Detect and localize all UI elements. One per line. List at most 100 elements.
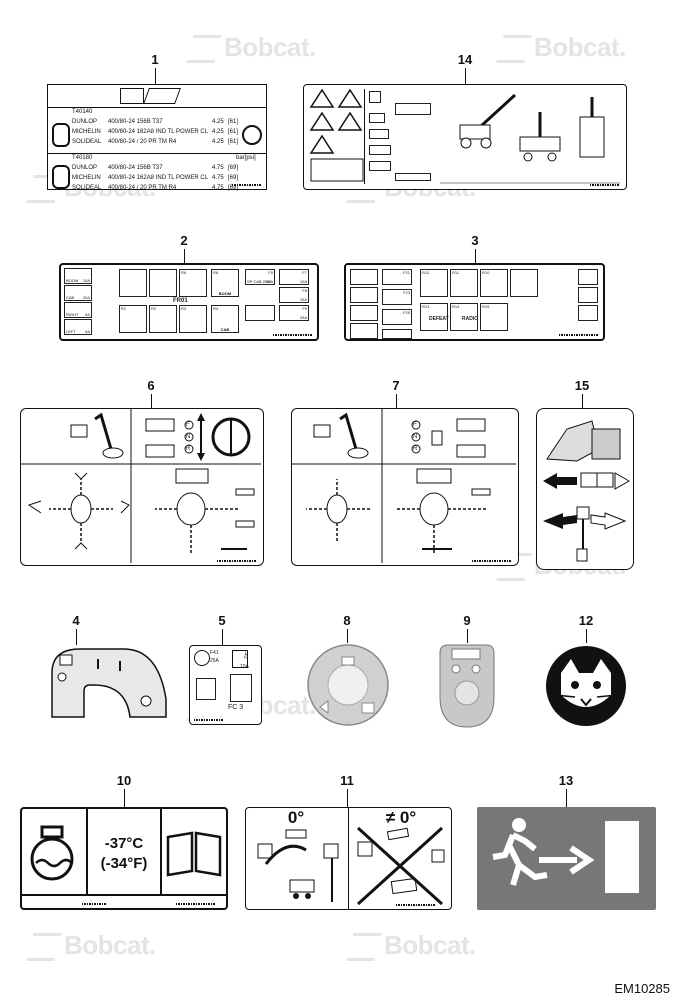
callout-number: 2 (180, 233, 188, 248)
fuse-icon (350, 323, 378, 339)
relay-code: R8 (213, 270, 219, 275)
leader-line (347, 789, 348, 807)
watermark: Bobcat. (496, 32, 626, 64)
relay-icon: R13 (420, 303, 448, 331)
fuse-amperage: 5A (85, 329, 90, 334)
tire-pressure-psi: [61] (228, 139, 239, 145)
relay-code: R2 (151, 306, 157, 311)
tire-pressure-psi: [69] (228, 175, 239, 181)
leader-line (222, 629, 223, 645)
pressure-gauge-icon (242, 125, 262, 145)
leader-line (467, 629, 468, 643)
fuse-code: F25 (403, 310, 410, 315)
tire-spec: 400/80-24 / 20 PR TM R4 (108, 139, 177, 145)
fuse-icon (232, 650, 248, 668)
safety-information-label (303, 84, 627, 190)
leader-line (475, 249, 476, 263)
blank-fuse-slot (578, 305, 598, 321)
barcode (273, 334, 313, 336)
tire-pressure-psi: [69] (228, 165, 239, 171)
tire-brand: SOLIDEAL (72, 139, 102, 145)
level-angle-label: 0° ≠ 0° (245, 807, 452, 910)
tire-spec: 400/80-24 162A8 IND TL POWER CL (108, 175, 209, 181)
leader-line (586, 629, 587, 643)
relay-caption: CAB (220, 327, 230, 332)
neutral-gear-label: N (413, 434, 418, 440)
relay-code: R10 (482, 270, 490, 275)
blank-fuse-slot (578, 269, 598, 285)
tire-brand: MICHELIN (72, 175, 101, 181)
tire-spec: 400/80-24 156B T37 (108, 119, 163, 125)
radio-label: RADIO (462, 316, 479, 322)
fuse-code: F9 (302, 306, 307, 311)
callout-number: 8 (343, 613, 351, 628)
fuse-icon (350, 269, 378, 285)
fuse-caption: LEFT (66, 329, 76, 334)
fuse-card-label: F41 25A F42 10A FC 3 (189, 645, 262, 725)
barcode (176, 903, 216, 905)
joystick-controls-diagram (292, 409, 516, 563)
fuse-icon: F25 (382, 309, 412, 325)
barcode (232, 184, 262, 186)
relay-code: R15 (482, 304, 490, 309)
forward-gear-label: F (413, 422, 417, 428)
joystick-controls-label: F N R (20, 408, 264, 566)
relay-code: R13 (422, 304, 430, 309)
fuse-code: F7 (302, 270, 307, 275)
ignition-key-label (307, 644, 389, 726)
callout-number: 12 (578, 613, 594, 628)
relay-icon: R2 (149, 305, 177, 333)
fuse-code: F5 (268, 270, 273, 275)
leader-line (582, 394, 583, 408)
fuse-icon: F23 (382, 289, 412, 305)
relay-caption: BOOM (218, 291, 232, 296)
door-icon (605, 821, 639, 893)
part-number: T40180 (72, 155, 93, 161)
symbol-icon (369, 91, 381, 103)
symbol-icon (395, 173, 431, 181)
fuse-icon (245, 305, 275, 321)
callout-number: 7 (392, 378, 400, 393)
tire-brand: DUNLOP (72, 119, 98, 125)
symbol-icon (369, 161, 391, 171)
fuse-caption: CAB (66, 295, 75, 300)
fuse-icon: F21 (382, 269, 412, 285)
leader-line (566, 789, 567, 807)
relay-icon: R12 (420, 269, 448, 297)
fuse-amperage: 20A (82, 295, 90, 300)
fuse-code: F41 (210, 650, 219, 656)
callout-number: 6 (147, 378, 155, 393)
barcode (82, 903, 106, 905)
arc-switch-label (51, 648, 167, 718)
barcode (217, 560, 257, 562)
control-direction-diagram (543, 420, 631, 562)
callout-number: 14 (457, 52, 473, 67)
tire-pressure-psi: [61] (228, 129, 239, 135)
blank-fuse-slot (149, 269, 177, 297)
fuse-amperage: 25A (265, 279, 273, 284)
fuse-icon (350, 305, 378, 321)
tire-spec: 400/80-24 / 20 PR TM R4 (108, 185, 177, 191)
relay-code: R6 (181, 270, 187, 275)
neutral-gear-label: N (186, 434, 191, 440)
relay-icon: R1 (119, 305, 147, 333)
fuse-caption: SP CAB 2ND (247, 279, 271, 284)
coolant-temperature-label: -37°C (-34°F) (20, 807, 228, 910)
callout-number: 9 (463, 613, 471, 628)
barcode (194, 719, 224, 721)
relay-code: R4 (213, 306, 219, 311)
relay-icon: R11 (450, 269, 478, 297)
leader-line (347, 629, 348, 643)
barcode (472, 560, 512, 562)
fuse-amperage: 10A (299, 279, 307, 284)
joystick-controls-label: F N R (291, 408, 519, 566)
symbol-icon (395, 103, 431, 115)
level-angle-not-allowed: ≠ 0° (385, 808, 417, 827)
callout-number: 5 (218, 613, 226, 628)
level-angle-ok: 0° (287, 808, 305, 827)
